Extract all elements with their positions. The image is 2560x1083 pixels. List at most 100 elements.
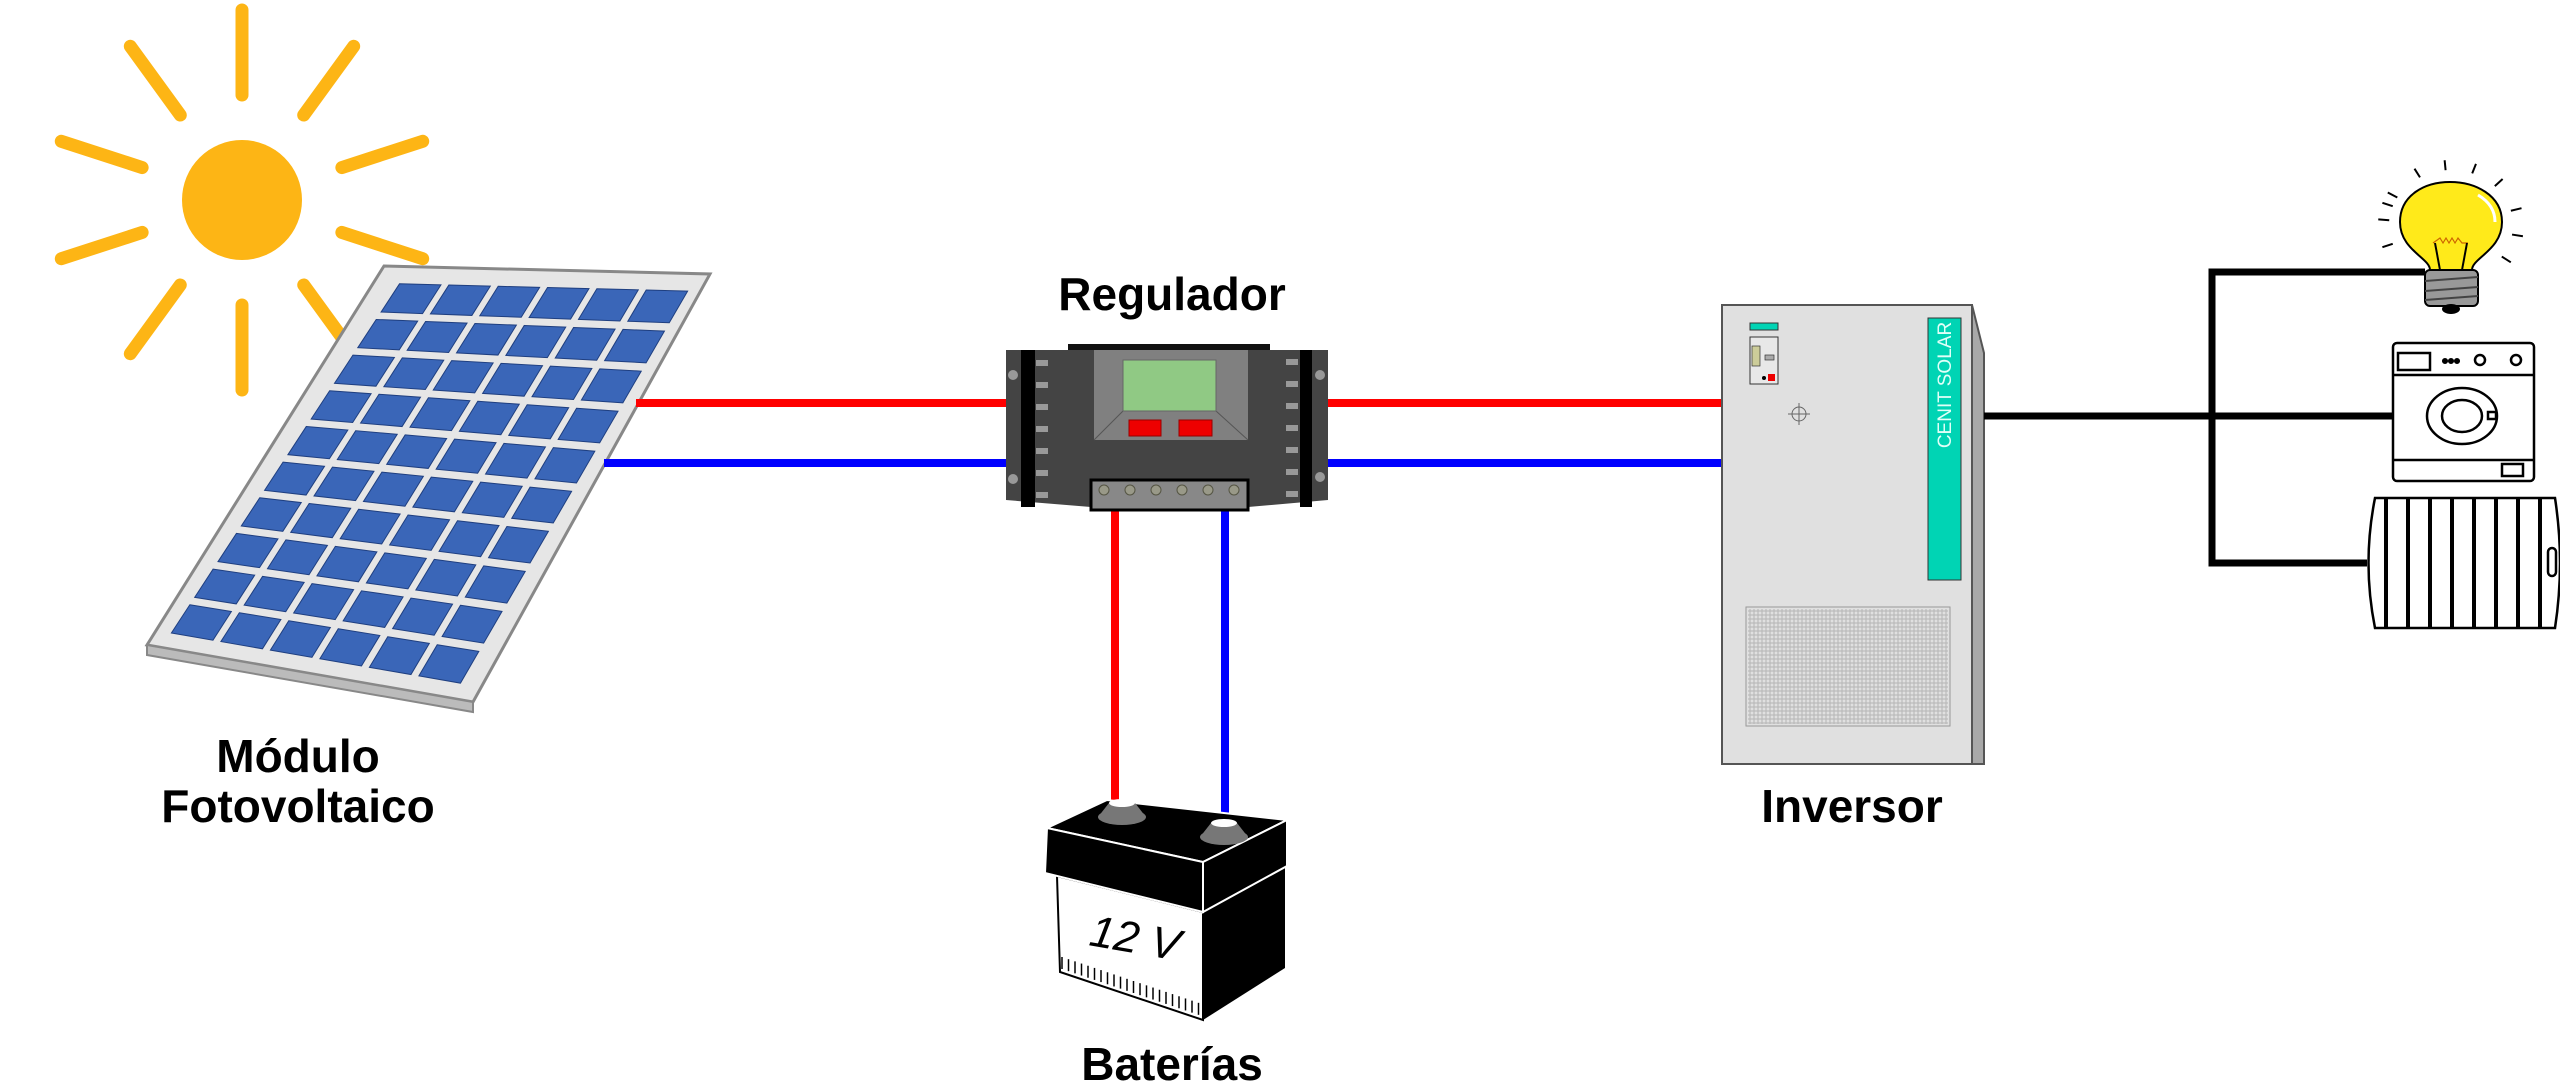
light-ray: [2443, 160, 2447, 171]
vent-slot: [1286, 447, 1298, 453]
sun-ray: [123, 39, 187, 122]
vent-slot: [1286, 359, 1298, 365]
vent-slot: [1286, 403, 1298, 409]
solar-cell: [336, 430, 399, 465]
solar-cell: [429, 284, 492, 316]
solar-cell: [263, 461, 326, 496]
solar-cell: [385, 434, 448, 469]
vent-slot: [1036, 470, 1048, 476]
solar-cell: [528, 287, 590, 320]
terminal-screw: [1098, 484, 1110, 496]
vent-slot: [1286, 381, 1298, 387]
solar-cell: [220, 612, 282, 650]
light-ray: [2413, 168, 2421, 178]
vent-slot: [1036, 426, 1048, 432]
solar-cell: [441, 604, 503, 644]
light-ray: [2501, 255, 2512, 264]
solar-cell: [557, 407, 619, 444]
terminal-screw: [1202, 484, 1214, 496]
solar-cell: [342, 590, 404, 628]
sun-ray: [123, 278, 187, 361]
regulator-label: Regulador: [1058, 268, 1286, 320]
solar-cell: [412, 476, 474, 513]
solar-cell: [319, 628, 381, 667]
solar-cell: [432, 360, 494, 394]
solar-cell: [365, 552, 428, 590]
terminal-screw: [1176, 484, 1188, 496]
solar-cell: [478, 285, 541, 318]
solar-cell: [310, 390, 372, 423]
terminal-screw: [1228, 484, 1240, 496]
solar-cell: [435, 438, 497, 474]
solar-cell: [240, 497, 303, 532]
solar-cell: [391, 597, 454, 636]
solar-cell: [626, 289, 689, 324]
vent-slot: [1286, 469, 1298, 475]
vent-slot: [1036, 448, 1048, 454]
washing-machine-icon: [2391, 341, 2536, 483]
solar-panel-icon: [144, 264, 713, 714]
solar-cell: [577, 288, 640, 322]
solar-cell: [458, 400, 521, 436]
solar-cell: [170, 604, 233, 641]
solar-cell: [339, 508, 401, 545]
solar-cell: [418, 644, 480, 684]
solar-cell: [580, 368, 643, 404]
solar-cell: [505, 324, 567, 359]
solar-cell: [382, 357, 445, 391]
battery-icon: 12 V: [1043, 798, 1291, 1022]
sun-icon: [54, 3, 430, 397]
solar-cell: [406, 320, 468, 353]
light-ray: [2378, 218, 2390, 222]
solar-cell: [554, 326, 616, 361]
vent-slot: [1036, 404, 1048, 410]
solar-cell: [388, 514, 451, 551]
light-ray: [2494, 178, 2504, 187]
ac-bus: [1984, 268, 2425, 567]
inverter-brand: CENIT SOLAR: [1935, 322, 1956, 448]
light-ray: [2382, 201, 2394, 208]
solar-cell: [356, 318, 419, 351]
solar-cell: [534, 447, 596, 484]
solar-cell: [368, 636, 431, 676]
solar-cell: [510, 486, 573, 524]
solar-cell: [289, 502, 352, 539]
solar-cell: [193, 568, 256, 605]
solar-cell: [464, 565, 527, 604]
sun-ray: [335, 134, 430, 175]
inverter-icon: CENIT SOLAR: [1721, 304, 1985, 765]
solar-cell: [415, 558, 477, 597]
solar-cell: [481, 362, 544, 397]
solar-cell: [316, 545, 378, 583]
solar-cell: [380, 283, 442, 315]
terminal-screw: [1150, 484, 1162, 496]
solar-cell: [359, 393, 422, 428]
crosshair-icon: [1788, 403, 1810, 425]
radiator-icon: [2367, 496, 2560, 630]
light-ray: [2387, 191, 2398, 199]
light-ray: [2511, 233, 2524, 238]
vent-slot: [1286, 491, 1298, 497]
module-label-line2: Fotovoltaico: [161, 780, 434, 832]
solar-cell: [292, 583, 355, 621]
sun-ray: [54, 134, 149, 175]
module-label-line1: Módulo: [216, 730, 380, 782]
charge-regulator-icon: [1006, 344, 1328, 512]
lcd-display: [1122, 359, 1217, 412]
vent-slot: [1286, 425, 1298, 431]
solar-cell: [333, 354, 396, 387]
vent-slot: [1036, 492, 1048, 498]
light-ray: [2471, 163, 2477, 174]
solar-cell: [266, 539, 329, 576]
solar-cell: [287, 425, 349, 460]
solar-cell: [507, 404, 570, 440]
solar-cell: [243, 575, 305, 613]
solar-cell: [603, 328, 666, 364]
solar-cell: [455, 322, 518, 356]
solar-cell: [484, 442, 547, 479]
inverter-label: Inversor: [1761, 780, 1943, 832]
solar-cell: [531, 365, 593, 401]
solar-cell: [438, 520, 500, 558]
regulator-button: [1128, 419, 1162, 437]
sun-ray: [297, 39, 361, 122]
